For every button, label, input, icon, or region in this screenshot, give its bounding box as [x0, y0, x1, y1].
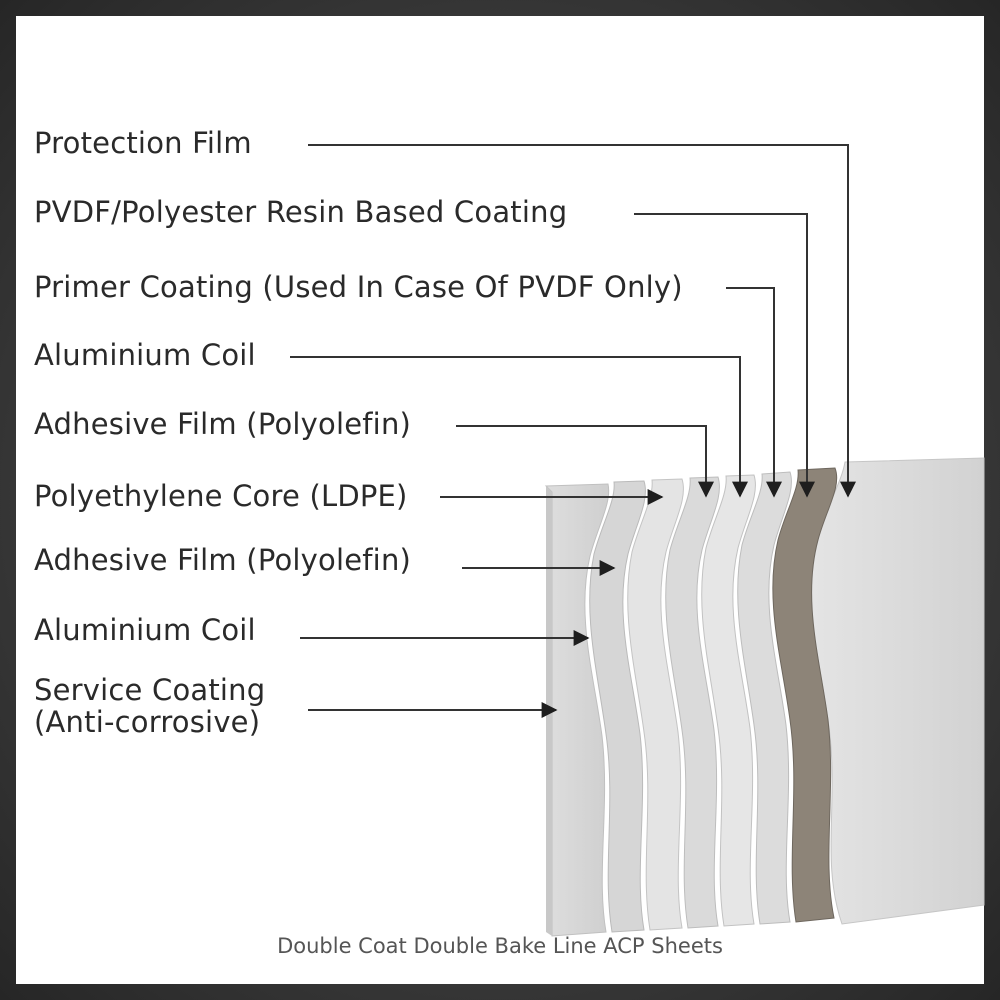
label-anti-corrosive: (Anti-corrosive) — [34, 705, 261, 739]
leader-primer-coating — [726, 287, 782, 498]
leader-adhesive-film-top — [456, 425, 714, 498]
label-service-coating: Service Coating — [34, 673, 266, 707]
label-adhesive-film-bottom: Adhesive Film (Polyolefin) — [34, 543, 412, 577]
layer-service-coating — [544, 483, 610, 937]
label-aluminium-coil-bottom: Aluminium Coil — [34, 613, 256, 647]
label-aluminium-coil-top: Aluminium Coil — [34, 338, 256, 372]
label-protection-film: Protection Film — [34, 126, 252, 160]
leader-protection-film — [308, 144, 856, 498]
layer-sheets — [589, 471, 792, 933]
leader-aluminium-coil-top — [290, 356, 748, 498]
diagram-caption: Double Coat Double Bake Line ACP Sheets — [277, 934, 723, 958]
label-primer-coating: Primer Coating (Used In Case Of PVDF Onl… — [34, 270, 683, 304]
leader-pvdf-coating — [634, 213, 815, 498]
label-adhesive-film-top: Adhesive Film (Polyolefin) — [34, 407, 412, 441]
leader-lines — [290, 144, 856, 718]
label-polyethylene-core: Polyethylene Core (LDPE) — [34, 479, 408, 513]
layer-protection-film — [810, 457, 985, 925]
label-pvdf-coating: PVDF/Polyester Resin Based Coating — [34, 195, 568, 229]
layer-polyethylene-core — [772, 467, 838, 923]
